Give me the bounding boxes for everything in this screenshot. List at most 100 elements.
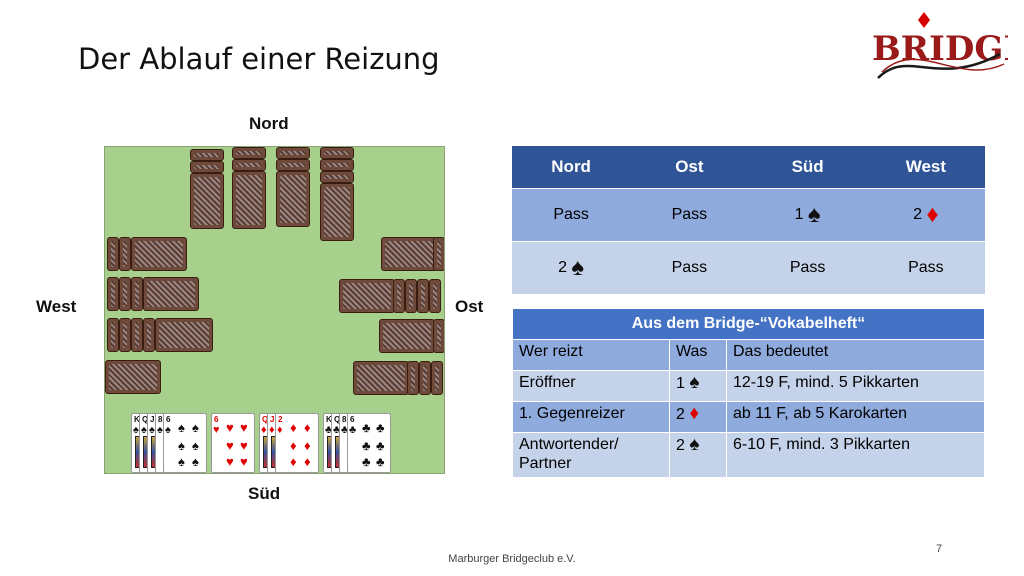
bid-cell: Pass: [866, 241, 985, 294]
card-pip: ♣: [376, 438, 385, 453]
logo-text: BRIDGE: [872, 29, 1008, 69]
card-rank: 2: [278, 415, 283, 424]
club-icon: ♣: [341, 424, 349, 436]
card-back: [155, 318, 213, 352]
card-table: K♠Q♠J♠8♠6♠♠♠♠♠♠♠6♥♥♥♥♥♥♥Q♦J♦2♦♦♦♦♦♦♦K♣Q♣…: [104, 146, 445, 474]
card-back: [119, 277, 131, 311]
card-back: [131, 237, 187, 271]
spade-icon: ♠: [165, 424, 171, 436]
card-rank: 8: [158, 415, 163, 424]
card-back: [131, 277, 143, 311]
bidding-table: Nord Ost Süd West Pass Pass 1 ♠ 2 ♦ 2 ♠ …: [512, 146, 985, 294]
card-back: [276, 171, 310, 227]
bidding-header-row: Nord Ost Süd West: [512, 146, 985, 189]
card-rank: J: [150, 415, 155, 424]
card-pip: ♥: [240, 420, 248, 435]
card-back: [339, 279, 395, 313]
card-back: [276, 159, 310, 171]
card-back: [320, 147, 354, 159]
spade-icon: ♠: [141, 424, 147, 436]
vocab-who: Antwortender/ Partner: [512, 432, 670, 478]
card-back: [190, 161, 224, 173]
card-pip: ♦: [290, 438, 297, 453]
vocab-who: Eröffner: [512, 370, 670, 402]
card-rank: 8: [342, 415, 347, 424]
card-pip: ♥: [240, 454, 248, 469]
card-back: [190, 149, 224, 161]
card-back: [190, 173, 224, 229]
vocabulary-row: Antwortender/ Partner 2 ♠ 6-10 F, mind. …: [512, 432, 985, 478]
card-pip: ♠: [178, 420, 185, 435]
card-back: [107, 318, 119, 352]
card-back: [107, 277, 119, 311]
page-number: 7: [936, 543, 943, 555]
card-rank: K: [326, 415, 332, 424]
card-back: [431, 361, 443, 395]
vocab-bid: 2 ♠: [669, 432, 727, 478]
vocabulary-row: 1. Gegenreizer 2 ♦ ab 11 F, ab 5 Karokar…: [512, 401, 985, 433]
card-back: [143, 318, 155, 352]
footer-text: Marburger Bridgeclub e.V.: [448, 553, 576, 565]
card-pip: ♠: [178, 438, 185, 453]
card-back: [131, 318, 143, 352]
vocab-meaning: ab 11 F, ab 5 Karokarten: [726, 401, 985, 433]
club-icon: ♣: [325, 424, 333, 436]
card-back: [429, 279, 441, 313]
spade-icon: ♠: [571, 254, 585, 281]
card-rank: K: [134, 415, 140, 424]
card-back: [419, 361, 431, 395]
card-rank: J: [270, 415, 275, 424]
spade-icon: ♠: [133, 424, 139, 436]
vocab-header-meaning: Das bedeutet: [726, 339, 985, 371]
vocabulary-title: Aus dem Bridge-“Vokabelheft“: [512, 308, 985, 340]
bidding-header-nord: Nord: [512, 146, 631, 189]
card-rank: Q: [142, 415, 149, 424]
spade-icon: ♠: [807, 201, 821, 228]
card-back: [407, 361, 419, 395]
direction-north: Nord: [249, 114, 289, 133]
card-rank: 6: [350, 415, 355, 424]
card-back: [276, 147, 310, 159]
bidding-header-ost: Ost: [630, 146, 749, 189]
card-pip: ♣: [362, 454, 371, 469]
diamond-icon: ♦: [269, 424, 275, 436]
card-back: [143, 277, 199, 311]
card-pip: ♥: [226, 420, 234, 435]
slide-title: Der Ablauf einer Reizung: [78, 42, 440, 76]
diamond-icon: ♦: [261, 424, 267, 436]
card-pip: ♦: [304, 454, 311, 469]
card-back: [119, 237, 131, 271]
card-pip: ♠: [192, 420, 199, 435]
card-pip: ♠: [192, 454, 199, 469]
card-rank: 6: [214, 415, 219, 424]
club-icon: ♣: [333, 424, 341, 436]
card-back: [381, 237, 437, 271]
card-back: [119, 318, 131, 352]
card-back: [105, 360, 161, 394]
card-pip: ♣: [376, 454, 385, 469]
spade-icon: ♠: [689, 434, 700, 455]
bid-cell: Pass: [512, 188, 631, 242]
spade-icon: ♠: [689, 372, 700, 393]
card-back: [393, 279, 405, 313]
card-rank: 6: [166, 415, 171, 424]
card-pip: ♠: [178, 454, 185, 469]
bidding-header-sued: Süd: [748, 146, 867, 189]
card-back: [232, 147, 266, 159]
bid-cell: Pass: [630, 188, 749, 242]
card-pip: ♦: [290, 420, 297, 435]
diamond-icon: ♦: [926, 201, 939, 228]
vocabulary-header-row: Wer reizt Was Das bedeutet: [512, 339, 985, 371]
card-back: [433, 237, 444, 271]
vocab-bid: 1 ♠: [669, 370, 727, 402]
card-back: [320, 171, 354, 183]
card-back: [353, 361, 409, 395]
card-rank: Q: [262, 415, 269, 424]
bid-cell: Pass: [630, 241, 749, 294]
bid-cell: 2 ♠: [512, 241, 631, 294]
playing-card: 6♣♣♣♣♣♣♣: [347, 413, 391, 473]
playing-card: 2♦♦♦♦♦♦♦: [275, 413, 319, 473]
card-pip: ♥: [226, 438, 234, 453]
vocab-meaning: 6-10 F, mind. 3 Pikkarten: [726, 432, 985, 478]
vocab-header-what: Was: [669, 339, 727, 371]
